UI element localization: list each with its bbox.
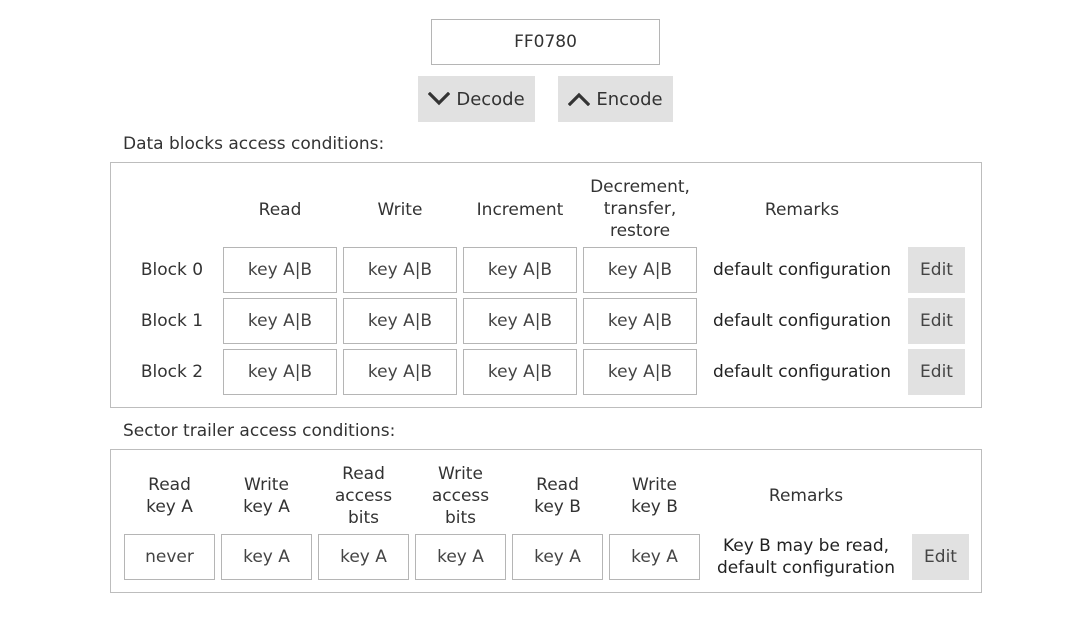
chevron-up-icon: [568, 92, 591, 106]
block-2-write-cell[interactable]: key A|B: [343, 349, 457, 395]
header-line: Read: [342, 464, 385, 484]
header-remarks: Remarks: [768, 486, 844, 506]
decode-button-label: Decode: [456, 88, 525, 110]
write-access-bits-cell[interactable]: key A: [415, 534, 506, 580]
block-1-edit-button[interactable]: Edit: [908, 298, 965, 344]
header-write-key-a: Write key A: [221, 462, 312, 530]
encode-button-label: Encode: [596, 88, 663, 110]
header-line: Write: [244, 475, 289, 495]
header-increment: Increment: [476, 200, 564, 220]
row-label: Block 2: [140, 362, 204, 382]
block-2-decrement-cell[interactable]: key A|B: [583, 349, 697, 395]
header-line: Read: [148, 475, 191, 495]
data-blocks-panel: Read Write Increment Decrement, transfer…: [110, 162, 982, 408]
block-2-edit-button[interactable]: Edit: [908, 349, 965, 395]
header-decrement-line: restore: [609, 221, 671, 241]
header-decrement: Decrement, transfer, restore: [579, 175, 701, 243]
header-line: key A: [146, 497, 193, 517]
header-write-key-b: Write key B: [609, 462, 700, 530]
sector-trailer-panel: Read key A Write key A Read access bits …: [110, 449, 982, 593]
header-line: access: [334, 486, 393, 506]
block-1-remark: default configuration: [713, 311, 891, 331]
header-line: bits: [347, 508, 380, 528]
trailer-remark: Key B may be read, default configuration: [706, 534, 906, 580]
block-0-remark: default configuration: [713, 260, 891, 280]
trailer-remark-line: default configuration: [717, 558, 895, 578]
block-0-decrement-cell[interactable]: key A|B: [583, 247, 697, 293]
block-0-write-cell[interactable]: key A|B: [343, 247, 457, 293]
read-key-a-cell[interactable]: never: [124, 534, 215, 580]
decode-button[interactable]: Decode: [418, 76, 535, 122]
header-line: Write: [632, 475, 677, 495]
sector-trailer-section-label: Sector trailer access conditions:: [123, 421, 396, 441]
block-2-increment-cell[interactable]: key A|B: [463, 349, 577, 395]
read-access-bits-cell[interactable]: key A: [318, 534, 409, 580]
encode-button[interactable]: Encode: [558, 76, 673, 122]
row-label: Block 1: [140, 311, 204, 331]
chevron-down-icon: [428, 92, 451, 106]
block-1-write-cell[interactable]: key A|B: [343, 298, 457, 344]
write-key-a-cell[interactable]: key A: [221, 534, 312, 580]
header-line: access: [431, 486, 490, 506]
header-read-key-a: Read key A: [124, 462, 215, 530]
block-1-increment-cell[interactable]: key A|B: [463, 298, 577, 344]
block-1-decrement-cell[interactable]: key A|B: [583, 298, 697, 344]
header-line: key B: [631, 497, 678, 517]
block-1-read-cell[interactable]: key A|B: [223, 298, 337, 344]
header-read-key-b: Read key B: [512, 462, 603, 530]
data-blocks-section-label: Data blocks access conditions:: [123, 134, 385, 154]
block-2-read-cell[interactable]: key A|B: [223, 349, 337, 395]
header-decrement-line: Decrement,: [590, 177, 690, 197]
header-read-access-bits: Read access bits: [318, 462, 409, 530]
header-line: bits: [444, 508, 477, 528]
block-0-read-cell[interactable]: key A|B: [223, 247, 337, 293]
block-2-remark: default configuration: [713, 362, 891, 382]
header-line: Write: [438, 464, 483, 484]
block-0-increment-cell[interactable]: key A|B: [463, 247, 577, 293]
header-line: key A: [243, 497, 290, 517]
header-write: Write: [377, 200, 423, 220]
write-key-b-cell[interactable]: key A: [609, 534, 700, 580]
trailer-remark-line: Key B may be read,: [722, 536, 890, 556]
block-0-edit-button[interactable]: Edit: [908, 247, 965, 293]
header-decrement-line: transfer,: [603, 199, 677, 219]
row-label: Block 0: [140, 260, 204, 280]
header-line: Read: [536, 475, 579, 495]
header-remarks: Remarks: [764, 200, 840, 220]
access-bits-input[interactable]: [431, 19, 660, 65]
header-read: Read: [258, 200, 302, 220]
header-write-access-bits: Write access bits: [415, 462, 506, 530]
read-key-b-cell[interactable]: key A: [512, 534, 603, 580]
trailer-edit-button[interactable]: Edit: [912, 534, 969, 580]
header-line: key B: [534, 497, 581, 517]
